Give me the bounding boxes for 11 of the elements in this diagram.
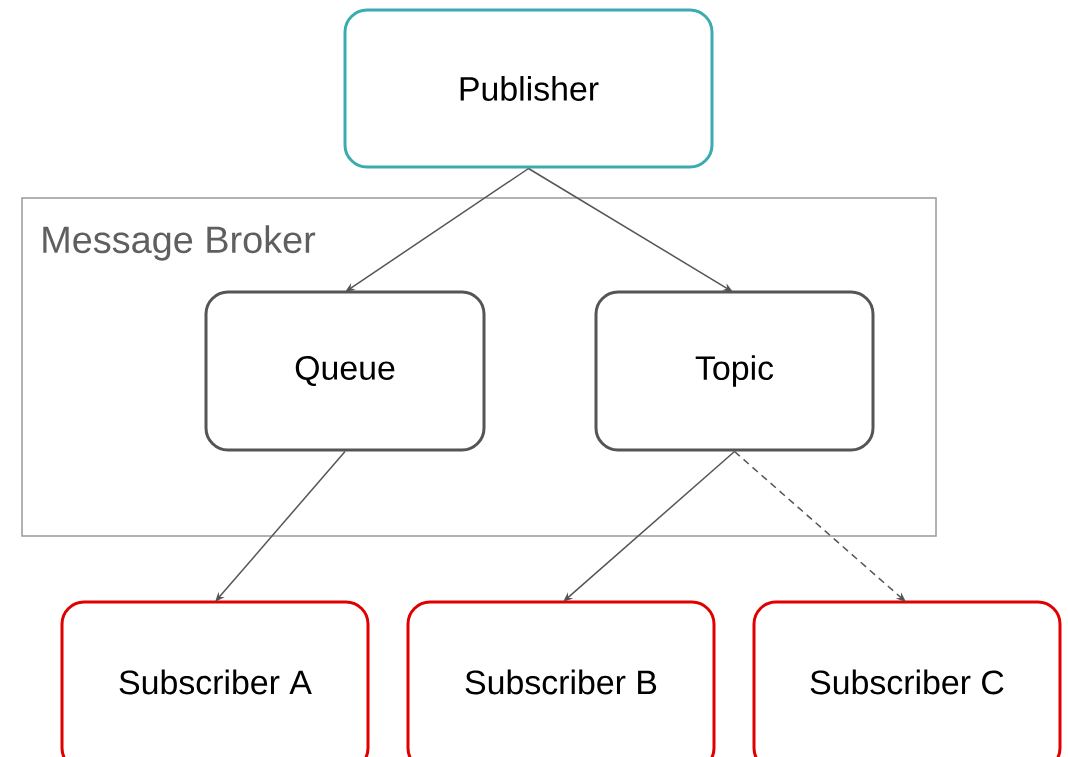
arrow [345, 167, 530, 292]
arrow [733, 450, 906, 602]
subscriber-box: Subscriber A [60, 600, 370, 757]
broker-box: Queue [204, 290, 486, 452]
subscriber-box: Subscriber B [406, 600, 716, 757]
arrow [215, 450, 346, 602]
publisher-box: Publisher [343, 8, 714, 169]
broker-box: Topic [594, 290, 875, 452]
arrow [563, 450, 736, 602]
arrow [527, 167, 733, 292]
subscriber-box: Subscriber C [752, 600, 1062, 757]
